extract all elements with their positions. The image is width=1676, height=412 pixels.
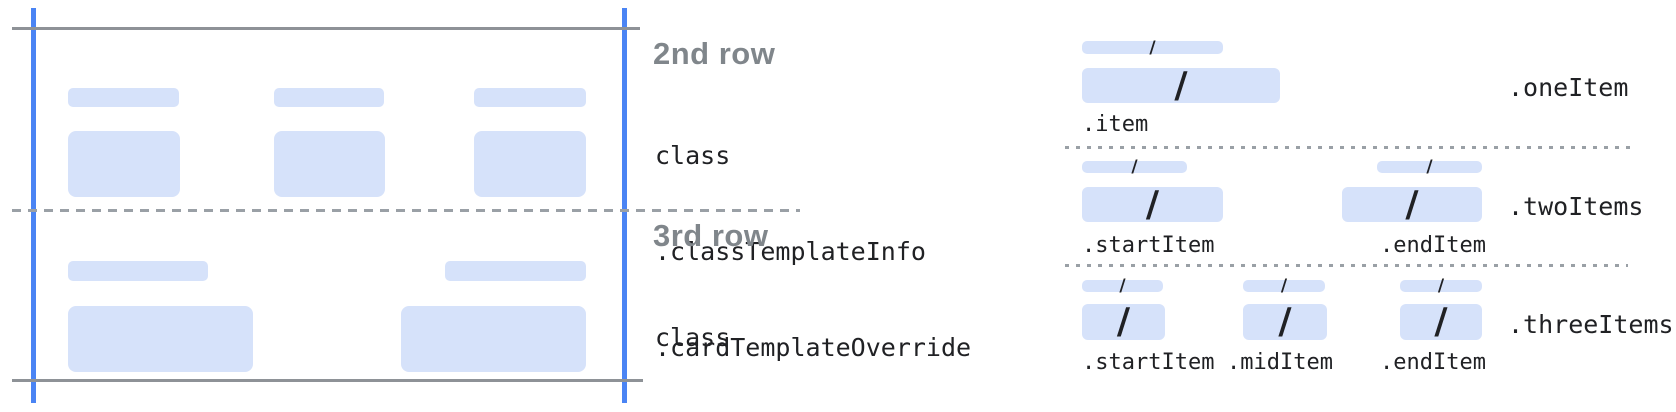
item-label: .startItem (1082, 233, 1215, 258)
placeholder-label-bar (68, 261, 208, 281)
placeholder-value-bar (68, 306, 253, 372)
placeholder-label-bar (68, 88, 179, 107)
card-top-rule (12, 27, 640, 30)
item-header-bar: / (1082, 278, 1163, 295)
item-label: .endItem (1380, 233, 1486, 258)
item-body-bar: / (1342, 186, 1482, 222)
row2-heading: 2nd row (653, 36, 776, 71)
card-left-guide-line (31, 8, 36, 403)
placeholder-value-bar (274, 131, 385, 197)
item-header-bar: / (1377, 159, 1482, 176)
item-body-bar: / (1082, 67, 1280, 103)
item-body-bar: / (1082, 186, 1223, 222)
card-bottom-rule (12, 379, 643, 382)
item-label: .startItem (1082, 350, 1215, 375)
item-header-bar: / (1082, 159, 1187, 176)
item-body-bar: / (1400, 304, 1482, 340)
placeholder-value-bar (401, 306, 586, 372)
item-label: .item (1082, 112, 1149, 137)
three-items-side-label: .threeItems (1508, 310, 1674, 339)
code-line: class (655, 323, 731, 352)
item-body-bar: / (1243, 304, 1327, 340)
card-row-divider-dashed (12, 209, 800, 212)
two-items-side-label: .twoItems (1508, 192, 1644, 221)
variant-divider-dotted (1065, 264, 1628, 267)
item-body-bar: / (1082, 304, 1165, 340)
placeholder-value-bar (474, 131, 586, 197)
row3-heading: 3rd row (653, 218, 769, 253)
item-header-bar: / (1243, 278, 1325, 295)
placeholder-label-bar (474, 88, 586, 107)
placeholder-value-bar (68, 131, 180, 197)
placeholder-label-bar (274, 88, 384, 107)
placeholder-label-bar (445, 261, 586, 281)
code-line: class (655, 141, 731, 170)
item-header-bar: / (1082, 39, 1223, 56)
row2-code-path: class .classTemplateInfo .cardTemplateOv… (655, 76, 1016, 412)
card-right-guide-line (622, 8, 627, 403)
code-line: .cardTemplateOverride (655, 333, 972, 362)
variant-divider-dotted (1065, 146, 1630, 149)
code-line: .classTemplateInfo (655, 237, 926, 266)
item-label: .endItem (1380, 350, 1486, 375)
item-label: .midItem (1227, 350, 1333, 375)
one-item-side-label: .oneItem (1508, 73, 1629, 102)
item-header-bar: / (1400, 278, 1482, 295)
row3-code-path: class .classTemplateInfo .cardTemplateOv… (655, 258, 1016, 412)
